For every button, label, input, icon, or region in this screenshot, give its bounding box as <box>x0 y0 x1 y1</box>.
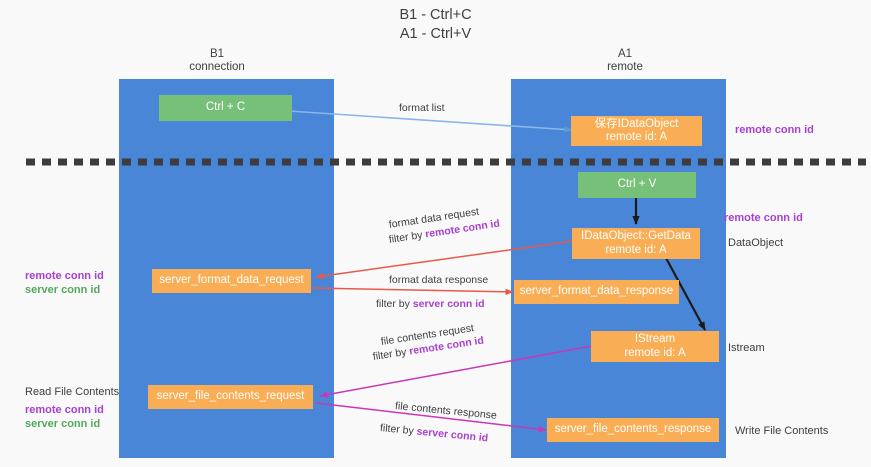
column-caption-a1: A1 remote <box>560 48 690 74</box>
annotation-left-server-conn-id-mid: server conn id <box>25 284 101 296</box>
node-server-file-contents-request[interactable]: server_file_contents_request <box>148 385 313 409</box>
node-server-format-data-response[interactable]: server_format_data_response <box>514 280 679 304</box>
edge-format-list <box>273 109 573 133</box>
filter-key-2: server conn id <box>412 298 485 310</box>
column-b1-name: B1 <box>209 48 225 60</box>
edge-file-contents-request <box>319 345 593 398</box>
node-server-format-data-request[interactable]: server_format_data_request <box>152 269 311 293</box>
edge-label-format-data-response-filter: filter by server conn id <box>376 298 485 311</box>
node-getdata-line2: remote id: A <box>605 243 667 256</box>
title-line-1: B1 - Ctrl+C <box>399 7 472 23</box>
node-server-format-data-request-label: server_format_data_request <box>159 274 304 287</box>
diagram-title: B1 - Ctrl+C A1 - Ctrl+V <box>0 6 871 44</box>
annotation-istream: Istream <box>728 342 765 354</box>
node-istream-line2: remote id: A <box>624 346 686 359</box>
title-line-2: A1 - Ctrl+V <box>399 26 472 42</box>
node-save-idataobject-line2: remote id: A <box>605 131 668 143</box>
column-caption-b1: B1 connection <box>152 48 282 74</box>
column-a1-subtitle: remote <box>607 61 643 73</box>
node-save-idataobject[interactable]: 保存IDataObject remote id: A <box>571 116 702 146</box>
annotation-write-file-contents: Write File Contents <box>735 425 829 437</box>
filter-prefix-4: filter by <box>379 422 418 438</box>
node-idataobject-getdata[interactable]: IDataObject::GetData remote id: A <box>572 228 700 259</box>
node-save-idataobject-line1: 保存IDataObject <box>594 117 679 130</box>
column-b1-subtitle: connection <box>189 61 245 73</box>
node-server-file-contents-response-label: server_file_contents_response <box>554 423 712 436</box>
node-server-format-data-response-label: server_format_data_response <box>519 285 674 298</box>
node-getdata-line1: IDataObject::GetData <box>581 230 691 242</box>
edge-file-contents-response <box>315 402 547 433</box>
annotation-read-file-contents: Read File Contents <box>25 386 120 398</box>
annotation-remote-conn-id-top: remote conn id <box>735 124 814 136</box>
edge-getdata-to-istream <box>665 257 706 331</box>
annotation-left-remote-conn-id-mid: remote conn id <box>25 270 104 282</box>
annotation-left-server-conn-id-bottom: server conn id <box>25 418 101 430</box>
edge-label-format-list: format list <box>399 102 445 114</box>
node-server-file-contents-response[interactable]: server_file_contents_response <box>547 418 719 442</box>
filter-prefix-2: filter by <box>376 298 413 310</box>
node-server-file-contents-request-label: server_file_contents_request <box>156 390 305 403</box>
node-ctrl-v[interactable]: Ctrl + V <box>578 172 696 198</box>
node-ctrl-c-label: Ctrl + C <box>205 101 246 114</box>
edge-format-data-response <box>311 287 514 296</box>
node-istream-line1: IStream <box>634 333 676 345</box>
node-ctrl-v-label: Ctrl + V <box>617 178 657 191</box>
annotation-left-remote-conn-id-bottom: remote conn id <box>25 404 104 416</box>
annotation-remote-conn-id-mid: remote conn id <box>724 212 803 224</box>
node-ctrl-c[interactable]: Ctrl + C <box>159 95 292 121</box>
column-a1-name: A1 <box>617 48 633 60</box>
edge-label-format-data-response: format data response <box>389 274 489 286</box>
node-istream[interactable]: IStream remote id: A <box>591 331 719 362</box>
edge-format-data-request <box>315 240 574 280</box>
annotation-dataobject: DataObject <box>728 237 784 249</box>
